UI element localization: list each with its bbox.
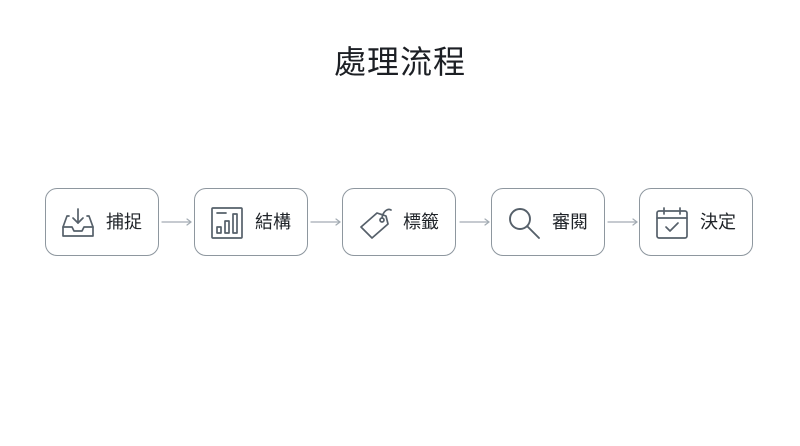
step-label: 捕捉 (106, 212, 142, 233)
arrow-connector (607, 218, 638, 226)
arrow-connector (161, 218, 192, 226)
step-label: 結構 (255, 212, 291, 233)
magnifier-icon (509, 208, 540, 239)
arrow-connector (459, 218, 490, 226)
page-title: 處理流程 (333, 43, 466, 81)
tag-icon (360, 208, 392, 239)
step-review: 審閱 (491, 188, 605, 256)
step-label: 標籤 (403, 212, 439, 233)
process-flow: 捕捉 結構 標籤 審閱 (0, 188, 800, 258)
calendar-check-icon (656, 207, 688, 239)
arrow-connector (310, 218, 341, 226)
bar-chart-icon (211, 207, 243, 239)
step-capture: 捕捉 (45, 188, 159, 256)
step-tag: 標籤 (342, 188, 456, 256)
inbox-download-icon (62, 208, 94, 237)
step-label: 審閱 (552, 212, 588, 233)
step-structure: 結構 (194, 188, 308, 256)
step-decide: 決定 (639, 188, 753, 256)
step-label: 決定 (700, 212, 736, 233)
